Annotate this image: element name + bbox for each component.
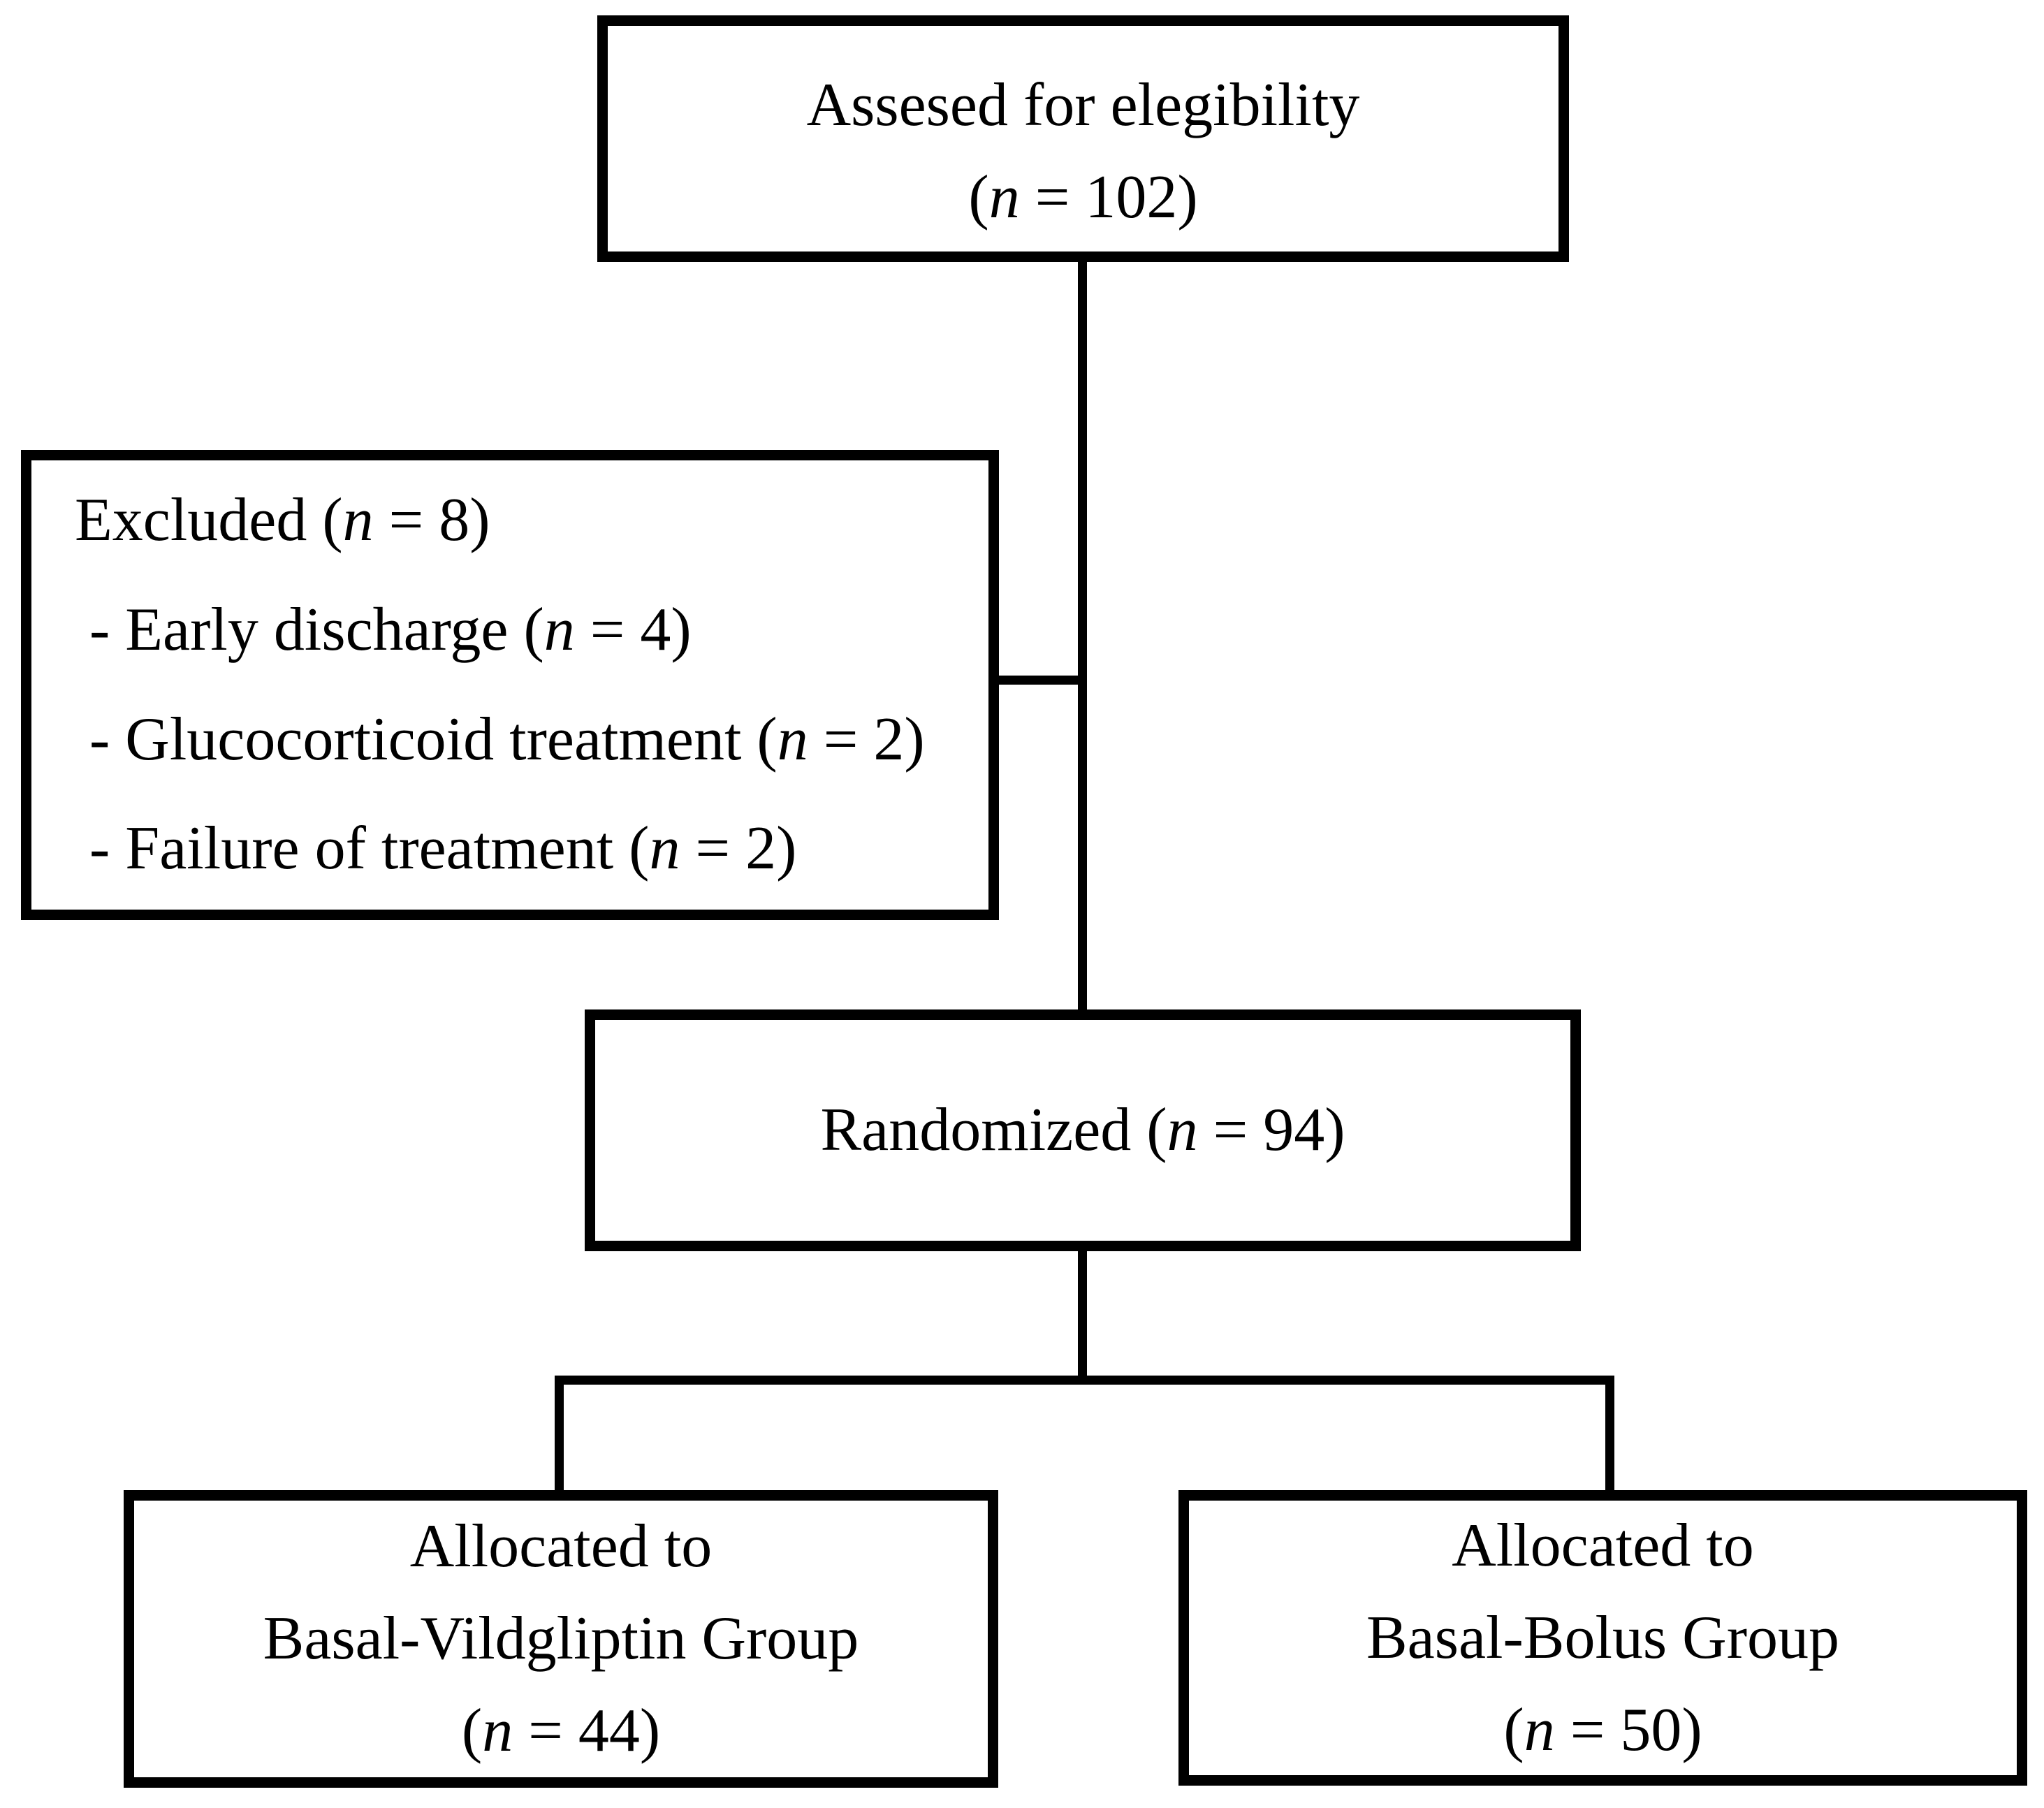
randomized-n-var: n bbox=[1167, 1096, 1198, 1164]
box-randomized: Randomized (n = 94) bbox=[585, 1009, 1581, 1251]
excluded-reason2-n-var: n bbox=[777, 705, 808, 773]
excluded-reason2-count: = 2) bbox=[808, 705, 925, 773]
assessed-count-open: ( bbox=[968, 163, 989, 231]
alloc-bolus-count-value: = 50) bbox=[1554, 1696, 1702, 1764]
alloc-vildgliptin-count-line: (n = 44) bbox=[462, 1685, 660, 1777]
connector-excluded-branch bbox=[993, 676, 1083, 685]
assessed-count-value: = 102) bbox=[1019, 163, 1198, 231]
connector-randomized-stem bbox=[1078, 1248, 1087, 1385]
excluded-reason3-count: = 2) bbox=[680, 815, 797, 883]
excluded-header-n-var: n bbox=[342, 486, 374, 555]
randomized-count: = 94) bbox=[1197, 1096, 1345, 1164]
excluded-reason-glucocorticoid: - Glucocorticoid treatment (n = 2) bbox=[75, 685, 925, 795]
alloc-vildgliptin-group-line: Basal-Vildgliptin Group bbox=[263, 1593, 859, 1685]
randomized-text: Randomized ( bbox=[820, 1096, 1167, 1164]
excluded-reason1-n-var: n bbox=[543, 595, 575, 664]
assessed-title-line: Assesed for elegibility bbox=[807, 59, 1360, 152]
connector-assessed-to-randomized bbox=[1078, 257, 1087, 1013]
box-assessed-for-eligibility: Assesed for elegibility (n = 102) bbox=[597, 15, 1569, 262]
excluded-header-count: = 8) bbox=[373, 486, 490, 555]
excluded-reason1-text: - Early discharge ( bbox=[89, 595, 544, 664]
excluded-reason-failure: - Failure of treatment (n = 2) bbox=[75, 794, 796, 904]
alloc-vildgliptin-line1: Allocated to bbox=[410, 1501, 713, 1593]
randomized-line: Randomized (n = 94) bbox=[820, 1084, 1345, 1176]
alloc-bolus-group-line: Basal-Bolus Group bbox=[1366, 1592, 1839, 1684]
alloc-vildgliptin-count-open: ( bbox=[461, 1697, 483, 1765]
box-allocated-basal-vildgliptin: Allocated to Basal-Vildgliptin Group (n … bbox=[124, 1490, 998, 1788]
alloc-vildgliptin-group-text: Basal-Vildgliptin Group bbox=[263, 1605, 859, 1672]
alloc-vildgliptin-allocated-text: Allocated to bbox=[409, 1512, 713, 1580]
box-excluded: Excluded (n = 8) - Early discharge (n = … bbox=[21, 450, 999, 920]
assessed-count-line: (n = 102) bbox=[968, 152, 1197, 244]
alloc-bolus-count-line: (n = 50) bbox=[1503, 1684, 1702, 1777]
excluded-reason2-text: - Glucocorticoid treatment ( bbox=[89, 705, 778, 773]
alloc-bolus-count-open: ( bbox=[1503, 1696, 1524, 1764]
alloc-bolus-count-n-var: n bbox=[1524, 1696, 1555, 1764]
alloc-vildgliptin-count-value: = 44) bbox=[513, 1697, 661, 1765]
assessed-title-text: Assesed for elegibility bbox=[806, 71, 1360, 139]
connector-allocation-crossbar bbox=[555, 1376, 1614, 1385]
assessed-count-n-var: n bbox=[988, 163, 1020, 231]
alloc-vildgliptin-count-n-var: n bbox=[482, 1697, 513, 1765]
excluded-header-text: Excluded ( bbox=[75, 486, 343, 555]
excluded-reason-early-discharge: - Early discharge (n = 4) bbox=[75, 576, 692, 685]
connector-branch-left bbox=[555, 1376, 564, 1494]
alloc-bolus-line1: Allocated to bbox=[1452, 1500, 1754, 1592]
alloc-bolus-allocated-text: Allocated to bbox=[1452, 1511, 1754, 1580]
excluded-reason3-n-var: n bbox=[649, 815, 680, 883]
alloc-bolus-group-text: Basal-Bolus Group bbox=[1366, 1603, 1840, 1672]
connector-branch-right bbox=[1605, 1376, 1614, 1494]
excluded-header-line: Excluded (n = 8) bbox=[75, 466, 490, 576]
excluded-reason3-text: - Failure of treatment ( bbox=[89, 815, 650, 883]
excluded-reason1-count: = 4) bbox=[574, 595, 692, 664]
box-allocated-basal-bolus: Allocated to Basal-Bolus Group (n = 50) bbox=[1178, 1490, 2027, 1786]
